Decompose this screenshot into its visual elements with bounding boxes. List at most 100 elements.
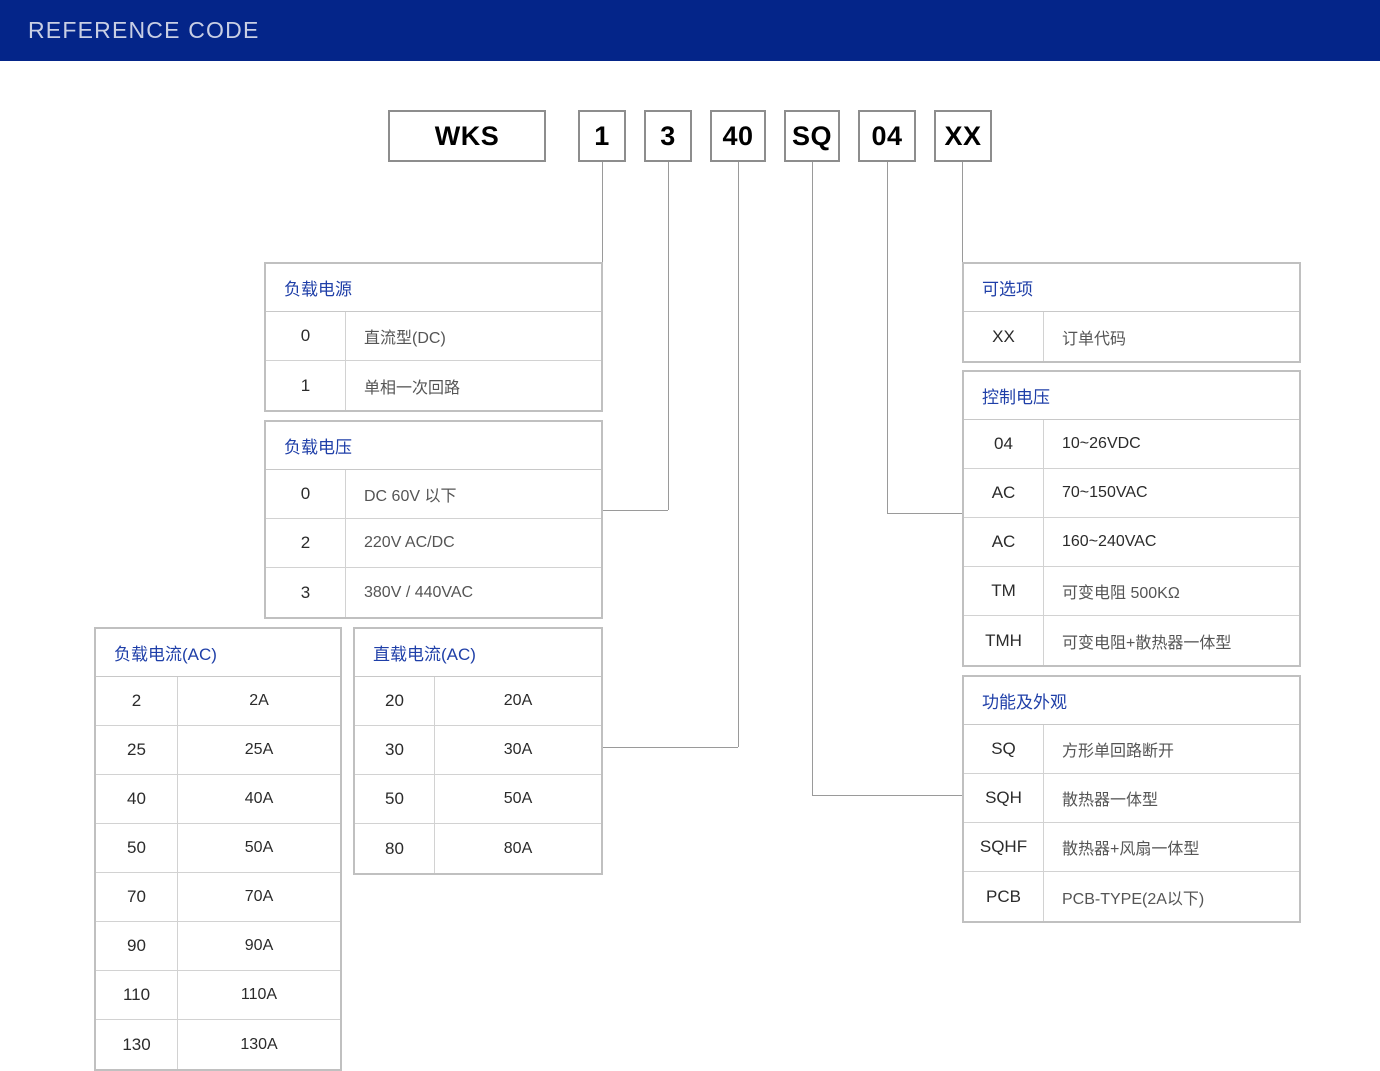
row-code: 2 — [96, 677, 178, 725]
row-code: 90 — [96, 922, 178, 970]
page-title: REFERENCE CODE — [28, 17, 260, 43]
table-row: TM 可变电阻 500KΩ — [964, 567, 1299, 616]
row-code: TM — [964, 567, 1044, 615]
row-code: AC — [964, 469, 1044, 517]
row-description: 70~150VAC — [1062, 484, 1148, 501]
table-row: 110 110A — [96, 971, 340, 1020]
table-row: 0 DC 60V 以下 — [266, 470, 601, 519]
connector-control-volt-h — [887, 513, 962, 514]
connector-function-h — [812, 795, 962, 796]
row-code: 70 — [96, 873, 178, 921]
row-description: DC 60V 以下 — [364, 488, 457, 505]
connector-function — [812, 162, 813, 795]
row-code: 2 — [266, 519, 346, 567]
row-description: PCB-TYPE(2A以下) — [1062, 890, 1205, 908]
row-code: SQH — [964, 774, 1044, 822]
row-description: 10~26VDC — [1062, 435, 1141, 452]
row-description: 70A — [244, 888, 274, 905]
table-row: 90 90A — [96, 922, 340, 971]
connector-load-voltage — [668, 162, 669, 510]
row-description: 30A — [503, 741, 533, 758]
row-code: 20 — [355, 677, 435, 725]
row-description: 方形单回路断开 — [1062, 743, 1175, 760]
row-description: 110A — [240, 986, 278, 1003]
row-description: 直流型(DC) — [364, 330, 446, 347]
row-code: 130 — [96, 1020, 178, 1069]
code-box-1: 1 — [578, 110, 626, 162]
option-table-header: 可选项 — [964, 264, 1299, 312]
row-description: 单相一次回路 — [364, 379, 461, 397]
table-row: 04 10~26VDC — [964, 420, 1299, 469]
row-description: 160~240VAC — [1062, 533, 1157, 550]
code-box-xx: XX — [934, 110, 992, 162]
row-code: 3 — [266, 568, 346, 617]
table-row: 20 20A — [355, 677, 601, 726]
load-voltage-table-header: 负载电压 — [266, 422, 601, 470]
table-row: 80 80A — [355, 824, 601, 873]
code-box-04: 04 — [858, 110, 916, 162]
table-row: 0 直流型(DC) — [266, 312, 601, 361]
connector-load-voltage-h — [602, 510, 668, 511]
table-row: 50 50A — [355, 775, 601, 824]
table-row: 2 220V AC/DC — [266, 519, 601, 568]
table-row: 2 2A — [96, 677, 340, 726]
row-code: 0 — [266, 312, 346, 360]
connector-control-voltage — [887, 162, 888, 513]
load-current-ac-table-header: 负载电流(AC) — [96, 629, 340, 677]
control-voltage-table-header: 控制电压 — [964, 372, 1299, 420]
table-row: SQHF 散热器+风扇一体型 — [964, 823, 1299, 872]
row-description: 散热器+风扇一体型 — [1062, 841, 1200, 858]
row-description: 80A — [503, 839, 533, 857]
row-code: 80 — [355, 824, 435, 873]
row-description: 可变电阻 500KΩ — [1062, 585, 1180, 602]
row-description: 50A — [244, 839, 274, 856]
row-description: 25A — [244, 741, 274, 758]
row-description: 130A — [240, 1035, 278, 1053]
row-description: 90A — [244, 937, 274, 954]
row-code: XX — [964, 312, 1044, 361]
table-row: PCB PCB-TYPE(2A以下) — [964, 872, 1299, 921]
row-description: 可变电阻+散热器一体型 — [1062, 634, 1232, 652]
row-code: 04 — [964, 420, 1044, 468]
table-row: AC 160~240VAC — [964, 518, 1299, 567]
function-appearance-table-header: 功能及外观 — [964, 677, 1299, 725]
row-description: 220V AC/DC — [364, 534, 455, 551]
row-code: AC — [964, 518, 1044, 566]
row-code: 25 — [96, 726, 178, 774]
row-description: 20A — [503, 692, 533, 709]
connector-dc-current-h — [602, 747, 738, 748]
row-description: 50A — [503, 790, 533, 807]
table-row: 130 130A — [96, 1020, 340, 1069]
row-code: 50 — [96, 824, 178, 872]
table-row: SQ 方形单回路断开 — [964, 725, 1299, 774]
table-row: 25 25A — [96, 726, 340, 775]
row-code: PCB — [964, 872, 1044, 921]
code-box-wks: WKS — [388, 110, 546, 162]
table-row: 70 70A — [96, 873, 340, 922]
row-code: 0 — [266, 470, 346, 518]
connector-option — [962, 162, 963, 262]
connector-load-power — [602, 162, 603, 262]
row-code: SQ — [964, 725, 1044, 773]
row-code: 50 — [355, 775, 435, 823]
row-code: TMH — [964, 616, 1044, 665]
table-row: AC 70~150VAC — [964, 469, 1299, 518]
connector-dc-current — [738, 162, 739, 747]
row-code: 110 — [96, 971, 178, 1019]
row-description: 40A — [244, 790, 274, 807]
row-code: SQHF — [964, 823, 1044, 871]
header-bar: REFERENCE CODE — [0, 0, 1380, 61]
dc-current-table-header: 直载电流(AC) — [355, 629, 601, 677]
row-description: 2A — [249, 692, 269, 709]
table-row: 50 50A — [96, 824, 340, 873]
load-power-table-header: 负载电源 — [266, 264, 601, 312]
